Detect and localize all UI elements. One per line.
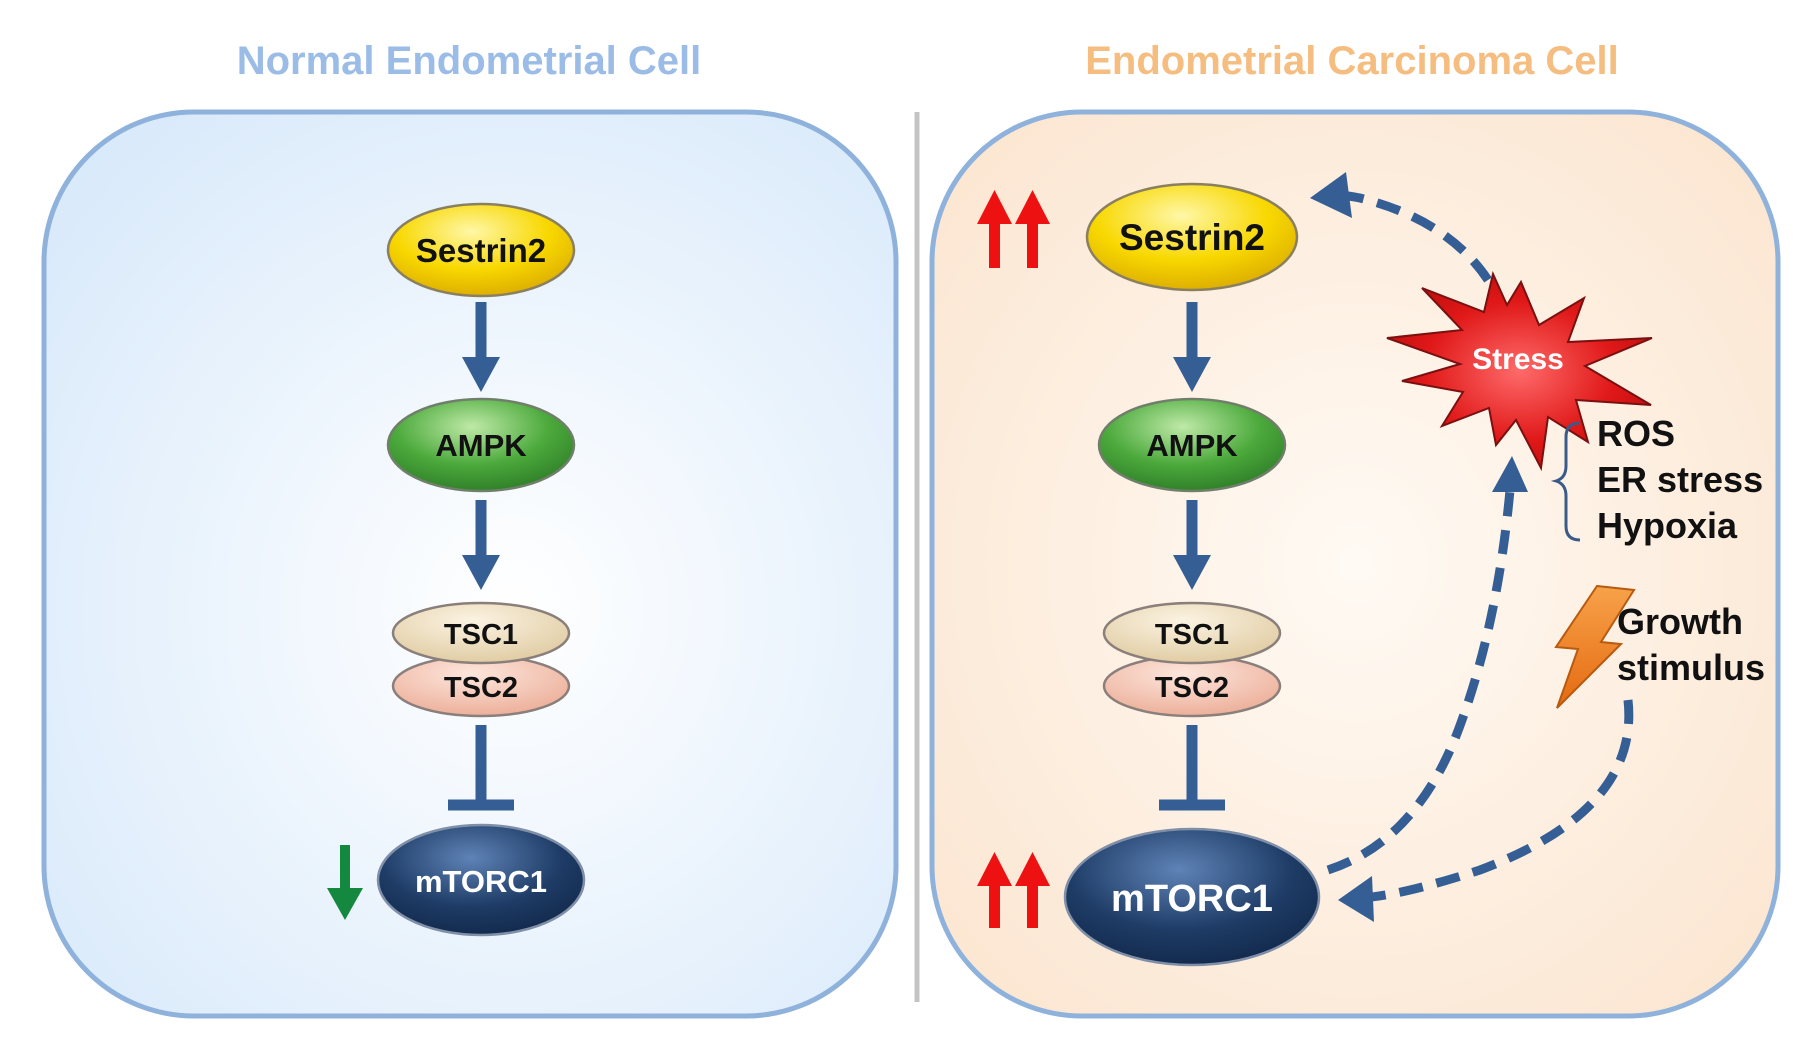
carcinoma-tsc1-node xyxy=(1102,601,1282,665)
lightning-bolt-icon xyxy=(1554,584,1636,709)
carcinoma-tsc1-label: TSC1 xyxy=(1155,619,1229,651)
stress-to-sestrin2-dashed-arrow xyxy=(1310,172,1492,283)
up-arrows-sestrin2-icon xyxy=(977,190,1050,268)
growth-to-mtorc1-dashed-arrow xyxy=(1338,699,1634,922)
normal-tsc2-label: TSC2 xyxy=(444,672,518,704)
normal-activation-arrow-1 xyxy=(462,302,500,392)
stress-types-brace xyxy=(1550,421,1581,542)
carcinoma-cell-panel xyxy=(929,109,1781,1019)
stress-starburst-icon: Stress xyxy=(1386,270,1653,472)
normal-ampk-node: AMPK xyxy=(386,397,576,493)
carcinoma-ampk-label: AMPK xyxy=(1146,428,1238,463)
normal-activation-arrow-2 xyxy=(462,500,500,590)
carcinoma-sestrin2-label: Sestrin2 xyxy=(1119,217,1265,258)
carcinoma-activation-arrow-1 xyxy=(1173,302,1211,392)
carcinoma-activation-arrow-2 xyxy=(1173,500,1211,590)
stress-type-hypoxia: Hypoxia xyxy=(1597,505,1738,546)
normal-tsc1-node xyxy=(391,601,571,665)
down-arrow-icon xyxy=(327,845,363,920)
carcinoma-tsc-complex: TSC2 TSC1 xyxy=(1102,601,1282,718)
normal-cell-title: Normal Endometrial Cell xyxy=(237,39,702,83)
carcinoma-cell-title: Endometrial Carcinoma Cell xyxy=(1085,39,1618,83)
normal-mtorc1-node: mTORC1 xyxy=(376,823,586,937)
normal-sestrin2-node: Sestrin2 xyxy=(386,202,576,298)
mtorc1-to-stress-dashed-arrow xyxy=(1326,456,1528,875)
carcinoma-ampk-node: AMPK xyxy=(1097,397,1287,493)
carcinoma-mtorc1-node: mTORC1 xyxy=(1063,827,1321,967)
normal-inhibition-bar xyxy=(448,725,514,811)
normal-ampk-label: AMPK xyxy=(435,428,527,463)
stress-type-er-stress: ER stress xyxy=(1597,459,1763,500)
normal-tsc-complex: TSC2 TSC1 xyxy=(391,601,571,718)
normal-mtorc1-label: mTORC1 xyxy=(415,864,547,899)
carcinoma-inhibition-bar xyxy=(1159,725,1225,811)
stress-type-ros: ROS xyxy=(1597,413,1675,454)
normal-tsc1-label: TSC1 xyxy=(444,619,518,651)
growth-stimulus-line-1: Growth xyxy=(1617,601,1743,642)
stress-label: Stress xyxy=(1472,343,1564,376)
up-arrows-mtorc1-icon xyxy=(977,852,1050,928)
carcinoma-sestrin2-node: Sestrin2 xyxy=(1085,182,1299,292)
carcinoma-mtorc1-label: mTORC1 xyxy=(1111,878,1273,920)
carcinoma-tsc2-label: TSC2 xyxy=(1155,672,1229,704)
normal-sestrin2-label: Sestrin2 xyxy=(416,232,546,269)
growth-stimulus-line-2: stimulus xyxy=(1617,647,1765,688)
